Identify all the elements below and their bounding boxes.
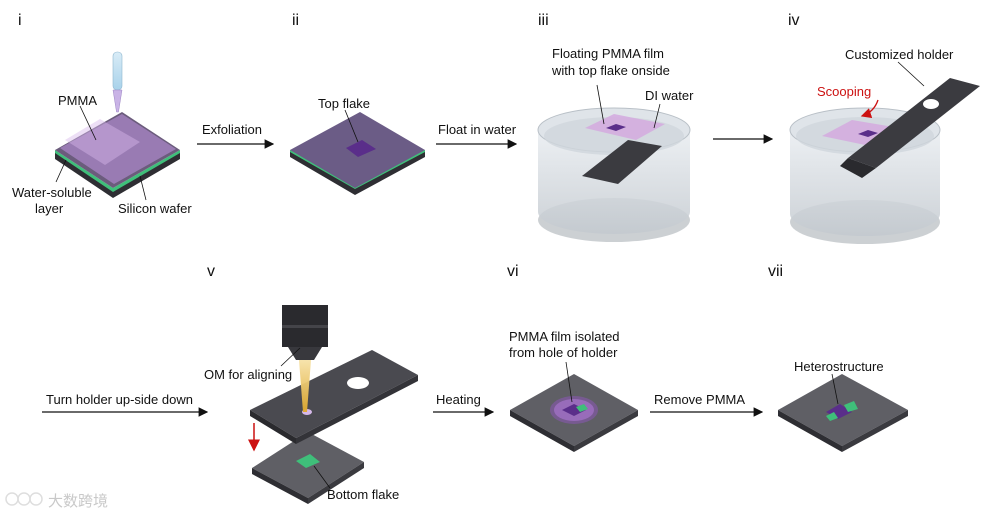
label-turn-holder: Turn holder up-side down — [46, 392, 193, 407]
panel-iv-dish — [789, 61, 980, 244]
step-label-i: i — [18, 12, 22, 29]
panel-ii-wafer — [290, 109, 425, 195]
watermark-logo — [5, 492, 43, 506]
label-heating: Heating — [436, 392, 481, 407]
label-om-aligning: OM for aligning — [204, 367, 292, 382]
step-label-iv: iv — [788, 12, 800, 29]
panel-v-setup — [248, 305, 418, 504]
label-exfoliation: Exfoliation — [202, 122, 262, 137]
watermark-text: 大数跨境 — [48, 492, 108, 510]
label-remove-pmma: Remove PMMA — [654, 392, 745, 407]
label-silicon-wafer: Silicon wafer — [118, 201, 192, 216]
label-float-in-water: Float in water — [438, 122, 517, 137]
label-water-soluble-2: layer — [35, 201, 64, 216]
label-isolated-1: PMMA film isolated — [509, 329, 620, 344]
label-floating-1: Floating PMMA film — [552, 46, 664, 61]
label-di-water: DI water — [645, 88, 694, 103]
panel-vii-wafer — [778, 373, 908, 452]
bottom-flake-shape — [296, 454, 320, 468]
label-heterostructure: Heterostructure — [794, 359, 884, 374]
panel-vi-wafer — [510, 361, 638, 452]
label-customized-holder: Customized holder — [845, 47, 954, 62]
label-water-soluble-1: Water-soluble — [12, 185, 92, 200]
label-isolated-2: from hole of holder — [509, 345, 618, 360]
customized-holder-shape — [848, 78, 980, 168]
label-bottom-flake: Bottom flake — [327, 487, 399, 502]
panel-iii-dish — [537, 84, 691, 242]
top-flake-shape — [346, 140, 376, 157]
step-label-vii: vii — [768, 263, 783, 280]
step-label-ii: ii — [292, 12, 299, 29]
label-pmma: PMMA — [58, 93, 97, 108]
label-scooping: Scooping — [817, 84, 871, 99]
panel-i-wafer — [55, 51, 180, 201]
step-label-v: v — [207, 263, 215, 280]
label-floating-2: with top flake onside — [551, 63, 670, 78]
label-top-flake: Top flake — [318, 96, 370, 111]
step-label-vi: vi — [507, 263, 519, 280]
step-label-iii: iii — [538, 12, 549, 29]
holder-plate — [250, 350, 418, 438]
